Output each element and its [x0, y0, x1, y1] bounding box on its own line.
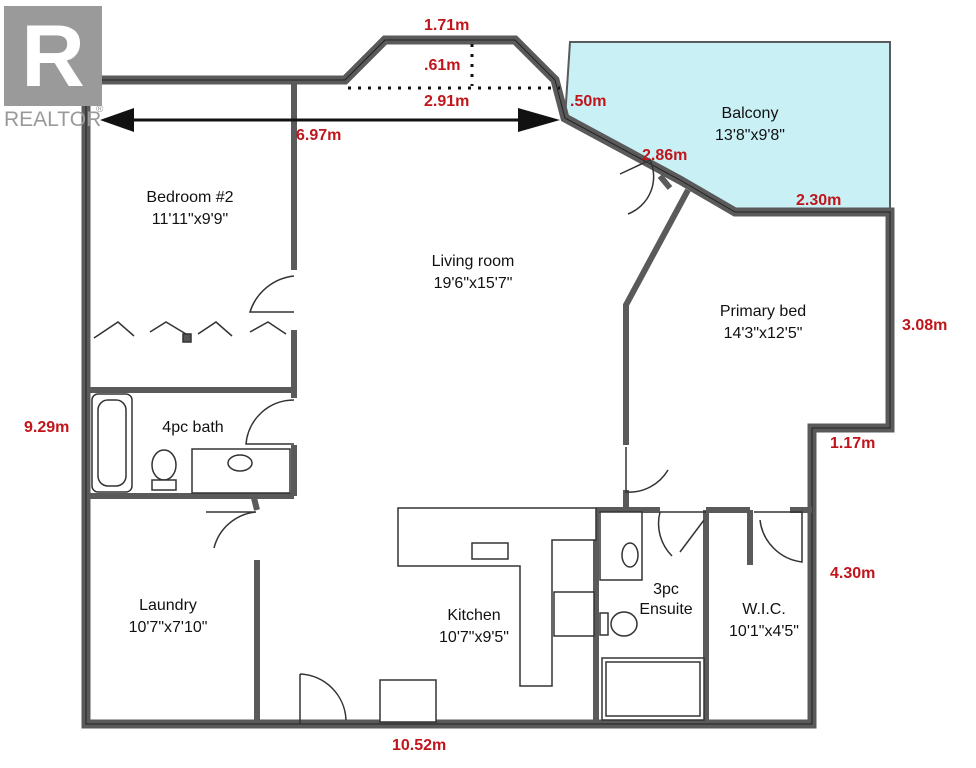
- door-balcony: [619, 159, 655, 215]
- door-bedroom: [248, 275, 295, 313]
- room-name-kitchen: Kitchen: [447, 607, 500, 624]
- door-wic: [754, 511, 803, 563]
- door-ensuite-leaf: [679, 519, 705, 553]
- dim-balcony-bottom: 2.30m: [796, 192, 841, 209]
- dim-top-bay: 1.71m: [424, 17, 469, 34]
- toilet-icon: [151, 449, 177, 481]
- room-size-kitchen: 10'7"x9'5": [439, 629, 509, 646]
- balcony-area: [563, 41, 891, 211]
- dim-bottom-width: 10.52m: [392, 737, 446, 754]
- door-laundry: [206, 511, 257, 549]
- room-name-bedroom2: Bedroom #2: [146, 189, 233, 206]
- room-name-bath4: 4pc bath: [162, 419, 223, 436]
- room-name-primary: Primary bed: [720, 303, 806, 320]
- room-size-balcony: 13'8"x9'8": [715, 127, 785, 144]
- logo-registered: ®: [96, 104, 104, 115]
- room-name-wic: W.I.C.: [742, 601, 786, 618]
- door-bath: [245, 399, 295, 445]
- doors: [206, 159, 803, 724]
- room-name-ensuite-line2: Ensuite: [639, 601, 692, 618]
- dim-bay-depth: .61m: [424, 57, 460, 74]
- room-name-balcony: Balcony: [722, 105, 779, 122]
- room-name-living: Living room: [432, 253, 515, 270]
- closet-doors: [93, 321, 287, 343]
- door-ensuite: [657, 511, 706, 557]
- room-size-wic: 10'1"x4'5": [729, 623, 799, 640]
- logo-text: REALTOR: [4, 108, 101, 131]
- dim-right-lower: 4.30m: [830, 565, 875, 582]
- dim-left-height: 9.29m: [24, 419, 69, 436]
- dim-balcony-offset: .50m: [570, 93, 606, 110]
- dim-bay-base: 2.91m: [424, 93, 469, 110]
- width-arrow: [100, 108, 560, 132]
- dim-diagonal: 2.86m: [642, 147, 687, 164]
- room-size-laundry: 10'7"x7'10": [129, 619, 208, 636]
- bay-dotted-lines: [348, 44, 560, 90]
- room-size-bedroom2: 11'11"x9'9": [152, 211, 228, 228]
- ensuite-toilet-icon: [610, 611, 638, 637]
- interior-walls: [88, 84, 812, 722]
- dim-right-upper: 3.08m: [902, 317, 947, 334]
- dim-width-arrow: 6.97m: [296, 127, 341, 144]
- kitchen-counters: [379, 507, 597, 723]
- room-size-primary: 14'3"x12'5": [724, 325, 803, 342]
- kitchen-sink-icon: [471, 542, 509, 560]
- door-entry: [299, 673, 347, 724]
- room-name-laundry: Laundry: [139, 597, 197, 614]
- door-primary: [625, 447, 669, 493]
- bath-fixtures: [91, 393, 291, 494]
- dim-right-step: 1.17m: [830, 435, 875, 452]
- room-size-living: 19'6"x15'7": [434, 275, 513, 292]
- realtor-logo: R REALTOR ®: [4, 6, 104, 131]
- ensuite-fixtures: [599, 511, 705, 721]
- room-name-ensuite-line1: 3pc: [653, 581, 679, 598]
- logo-letter: R: [21, 6, 85, 105]
